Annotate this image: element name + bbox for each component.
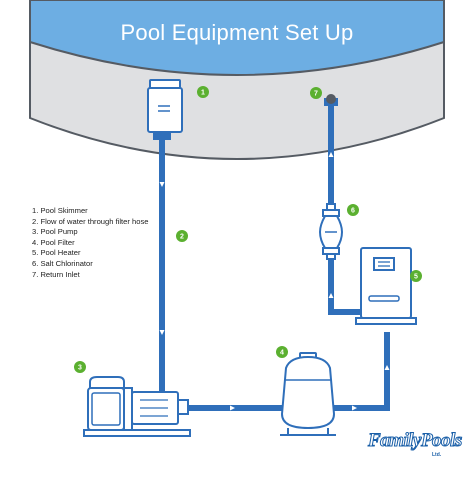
badge-2: 2 <box>176 230 188 242</box>
badge-7: 7 <box>310 87 322 99</box>
flow-arrow-right-2 <box>352 405 357 411</box>
badge-2-label: 2 <box>180 234 184 241</box>
logo-wordmark: FamilyPools <box>368 430 463 452</box>
family-pools-logo: FamilyPools Ltd. <box>368 430 468 464</box>
equipment-legend: 1. Pool Skimmer 2. Flow of water through… <box>32 206 149 280</box>
badge-5: 5 <box>410 270 422 282</box>
flow-arrow-up-2 <box>328 293 334 298</box>
badge-3: 3 <box>74 361 86 373</box>
pool-filter <box>280 352 336 436</box>
badge-3-label: 3 <box>78 365 82 372</box>
heater-to-chlorinator-hose <box>328 255 362 315</box>
salt-chlorinator <box>318 203 344 260</box>
badge-4: 4 <box>276 346 288 358</box>
flow-arrow-down-1 <box>159 182 165 187</box>
legend-item: 4. Pool Filter <box>32 237 75 247</box>
diagram-title: Pool Equipment Set Up <box>120 20 354 45</box>
pool-skimmer <box>147 79 183 140</box>
flow-arrow-up-1 <box>384 365 390 370</box>
badge-6-label: 6 <box>351 208 355 215</box>
legend-item: 5. Pool Heater <box>32 248 81 258</box>
logo-suffix: Ltd. <box>432 452 442 458</box>
badge-4-label: 4 <box>280 350 284 357</box>
above-ground-pool <box>29 0 445 160</box>
pool-heater <box>355 247 417 325</box>
flow-arrow-right-1 <box>230 405 235 411</box>
flow-arrow-up-3 <box>328 152 334 157</box>
legend-item: 2. Flow of water through filter hose <box>32 216 149 226</box>
badge-1-label: 1 <box>201 90 205 97</box>
badge-5-label: 5 <box>414 274 418 281</box>
badge-1: 1 <box>197 86 209 98</box>
badge-6: 6 <box>347 204 359 216</box>
legend-item: 1. Pool Skimmer <box>32 206 88 215</box>
filter-to-heater-hose <box>333 332 390 411</box>
legend-item: 6. Salt Chlorinator <box>32 258 93 268</box>
pool-pump <box>83 376 191 437</box>
legend-item: 7. Return Inlet <box>32 269 80 279</box>
flow-arrow-down-2 <box>159 330 165 335</box>
pool-water-top <box>29 0 445 76</box>
badge-7-label: 7 <box>314 91 318 98</box>
return-inlet <box>324 94 338 106</box>
flow-arrows <box>159 152 390 411</box>
legend-item: 3. Pool Pump <box>32 227 78 237</box>
